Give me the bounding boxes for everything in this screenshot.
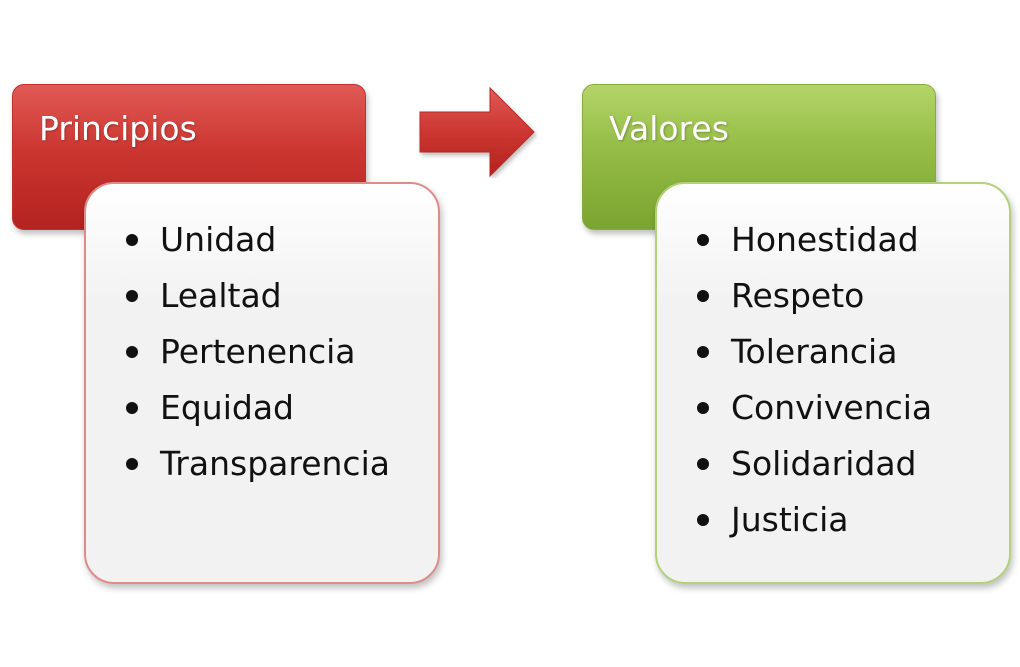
list-item: Solidaridad: [695, 442, 932, 498]
bullet-icon: [126, 234, 138, 246]
bullet-icon: [126, 402, 138, 414]
list-item-label: Honestidad: [731, 220, 919, 259]
list-item: Pertenencia: [124, 330, 390, 386]
bullet-icon: [697, 514, 709, 526]
bullet-icon: [126, 458, 138, 470]
principles-list: Unidad Lealtad Pertenencia Equidad Trans…: [124, 218, 390, 498]
bullet-icon: [697, 402, 709, 414]
list-item: Transparencia: [124, 442, 390, 498]
list-item: Lealtad: [124, 274, 390, 330]
values-list-box: Honestidad Respeto Tolerancia Convivenci…: [655, 182, 1011, 584]
bullet-icon: [697, 234, 709, 246]
list-item-label: Solidaridad: [731, 444, 917, 483]
list-item-label: Transparencia: [160, 444, 390, 483]
list-item: Respeto: [695, 274, 932, 330]
list-item-label: Convivencia: [731, 388, 933, 427]
list-item: Tolerancia: [695, 330, 932, 386]
list-item-label: Equidad: [160, 388, 294, 427]
right-arrow-icon: [419, 86, 535, 178]
list-item: Justicia: [695, 498, 932, 554]
list-item-label: Justicia: [731, 500, 849, 539]
list-item: Honestidad: [695, 218, 932, 274]
list-item: Unidad: [124, 218, 390, 274]
principles-list-box: Unidad Lealtad Pertenencia Equidad Trans…: [84, 182, 440, 584]
list-item-label: Lealtad: [160, 276, 282, 315]
bullet-icon: [126, 290, 138, 302]
values-list: Honestidad Respeto Tolerancia Convivenci…: [695, 218, 932, 554]
list-item-label: Unidad: [160, 220, 277, 259]
list-item-label: Respeto: [731, 276, 865, 315]
bullet-icon: [697, 458, 709, 470]
list-item: Convivencia: [695, 386, 932, 442]
values-title: Valores: [609, 109, 729, 148]
list-item-label: Pertenencia: [160, 332, 356, 371]
list-item-label: Tolerancia: [731, 332, 898, 371]
bullet-icon: [697, 290, 709, 302]
principles-title: Principios: [39, 109, 197, 148]
bullet-icon: [697, 346, 709, 358]
list-item: Equidad: [124, 386, 390, 442]
bullet-icon: [126, 346, 138, 358]
